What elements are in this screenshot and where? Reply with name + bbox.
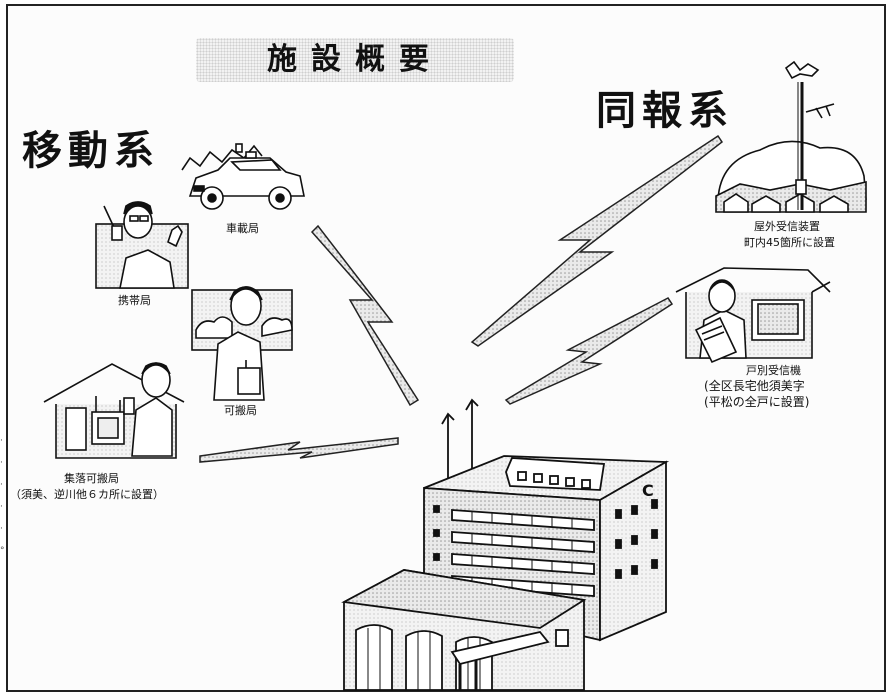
svg-text:C: C [642,481,654,500]
margin-marks: ·····° [0,436,5,556]
household-receiver-art [675,267,831,364]
household-receiver-label: 戸別受信機 [746,364,801,377]
handheld-station-art [95,201,189,289]
portable-station-label: 可搬局 [224,404,257,417]
bolt-household [504,297,674,405]
village-portable-art [43,362,185,459]
broadcast-group-heading: 同報系 [596,88,734,134]
village-portable-label: 集落可搬局 [64,472,119,485]
village-portable-note: （須美、逆川他６カ所に設置） [10,488,164,501]
vehicle-station-art [181,143,305,210]
outdoor-receiver-art [715,60,867,213]
bolt-village [199,437,399,463]
town-hall-building: C [341,398,670,691]
outdoor-receiver-note: 町内45箇所に設置 [744,236,835,249]
household-receiver-note-1-text: 全区長宅他須美字 [708,379,805,393]
handheld-station-label: 携帯局 [118,294,151,307]
diagram-title: 施設概要 [267,42,443,77]
household-receiver-note-2: (平松の全戸に設置) [704,395,810,409]
outdoor-receiver-label: 屋外受信装置 [754,220,820,233]
bolt-outdoor [470,134,724,347]
radio-link-bolts [199,134,724,463]
title-plate [196,38,514,82]
portable-station-art [191,286,293,401]
vehicle-station-label: 車載局 [226,222,259,235]
household-receiver-note-1: (全区長宅他須美字 [704,379,805,393]
mobile-group-heading: 移動系 [22,128,160,174]
bolt-vehicle [310,224,420,407]
household-receiver-note-2-text: 平松の全戸に設置 [708,395,805,409]
